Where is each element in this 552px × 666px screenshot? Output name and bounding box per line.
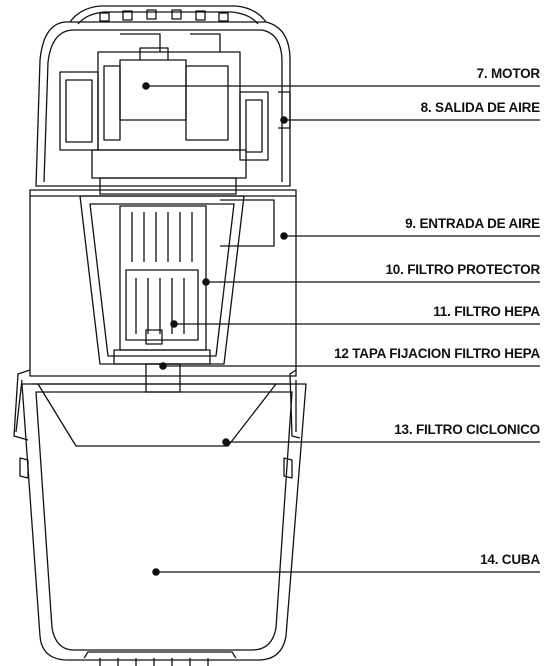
air-outlet <box>278 91 291 129</box>
label-air-inlet: 9. ENTRADA DE AIRE <box>405 216 540 231</box>
dust-container <box>21 383 307 661</box>
label-hepa-cap: 12 TAPA FIJACION FILTRO HEPA <box>334 346 540 361</box>
label-air-outlet: 8. SALIDA DE AIRE <box>420 100 541 115</box>
middle-body <box>29 189 297 377</box>
label-cyclonic-filter: 13. FILTRO CICLONICO <box>394 422 540 437</box>
cyclonic-filter <box>32 383 293 447</box>
label-motor: 7. MOTOR <box>476 66 541 81</box>
upper-housing <box>35 21 291 187</box>
label-protector-filter: 10. FILTRO PROTECTOR <box>385 262 540 277</box>
top-grip <box>69 5 267 25</box>
filter-cage <box>79 195 245 365</box>
label-hepa-filter: 11. FILTRO HEPA <box>433 304 540 319</box>
label-dust-container: 14. CUBA <box>480 552 540 567</box>
left-latch <box>13 369 31 441</box>
motor-block <box>59 33 269 195</box>
